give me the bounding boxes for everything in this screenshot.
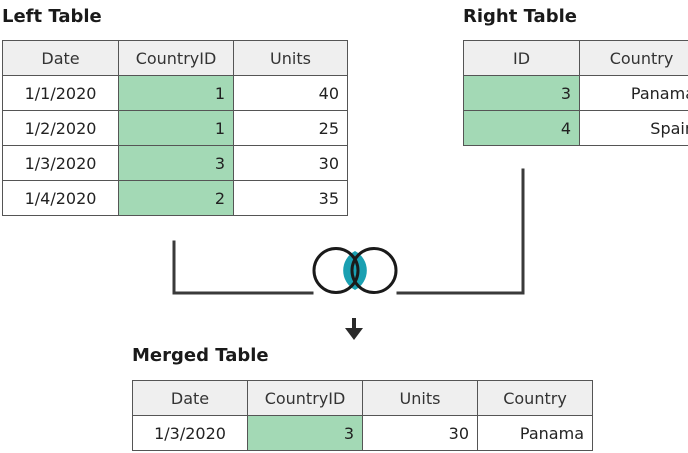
units-cell: 30: [233, 145, 348, 181]
column-header: Country: [579, 40, 688, 76]
column-header: Country: [477, 380, 593, 416]
connector-lines: [172, 168, 525, 295]
date-cell: 1/3/2020: [132, 415, 248, 451]
table-row: 1/1/2020 1 40: [2, 75, 348, 111]
left-table: Date CountryID Units 1/1/2020 1 40 1/2/2…: [2, 40, 348, 216]
right-table-title: Right Table: [463, 6, 577, 27]
id-cell: 3: [463, 75, 580, 111]
right-table: ID Country 3 Panama 4 Spain: [463, 40, 688, 146]
country-id-cell: 1: [118, 110, 234, 146]
table-row: 1/3/2020 3 30 Panama: [132, 415, 593, 451]
date-cell: 1/2/2020: [2, 110, 119, 146]
country-cell: Panama: [477, 415, 593, 451]
column-header: Units: [362, 380, 478, 416]
arrow-down-icon: [345, 318, 363, 340]
inner-join-venn-icon: [312, 247, 398, 294]
table-header-row: Date CountryID Units: [2, 40, 348, 76]
country-id-cell: 3: [118, 145, 234, 181]
table-row: 1/3/2020 3 30: [2, 145, 348, 181]
date-cell: 1/1/2020: [2, 75, 119, 111]
column-header: CountryID: [247, 380, 363, 416]
country-id-cell: 2: [118, 180, 234, 216]
country-id-cell: 3: [247, 415, 363, 451]
venn-overlap-fill: [343, 251, 367, 290]
merged-table-title: Merged Table: [132, 345, 269, 366]
id-cell: 4: [463, 110, 580, 146]
units-cell: 40: [233, 75, 348, 111]
country-id-cell: 1: [118, 75, 234, 111]
table-row: 1/4/2020 2 35: [2, 180, 348, 216]
left-connector: [172, 240, 314, 295]
merged-table: Date CountryID Units Country 1/3/2020 3 …: [132, 380, 593, 451]
column-header: CountryID: [118, 40, 234, 76]
venn-left-circle: [312, 247, 360, 294]
units-cell: 25: [233, 110, 348, 146]
left-table-title: Left Table: [2, 6, 102, 27]
column-header: Units: [233, 40, 348, 76]
right-connector: [396, 168, 525, 295]
column-header: Date: [2, 40, 119, 76]
table-header-row: ID Country: [463, 40, 688, 76]
country-cell: Panama: [579, 75, 688, 111]
column-header: Date: [132, 380, 248, 416]
units-cell: 35: [233, 180, 348, 216]
table-row: 3 Panama: [463, 75, 688, 111]
table-row: 4 Spain: [463, 110, 688, 146]
table-header-row: Date CountryID Units Country: [132, 380, 593, 416]
units-cell: 30: [362, 415, 478, 451]
venn-right-circle: [350, 247, 398, 294]
country-cell: Spain: [579, 110, 688, 146]
date-cell: 1/4/2020: [2, 180, 119, 216]
column-header: ID: [463, 40, 580, 76]
table-row: 1/2/2020 1 25: [2, 110, 348, 146]
date-cell: 1/3/2020: [2, 145, 119, 181]
